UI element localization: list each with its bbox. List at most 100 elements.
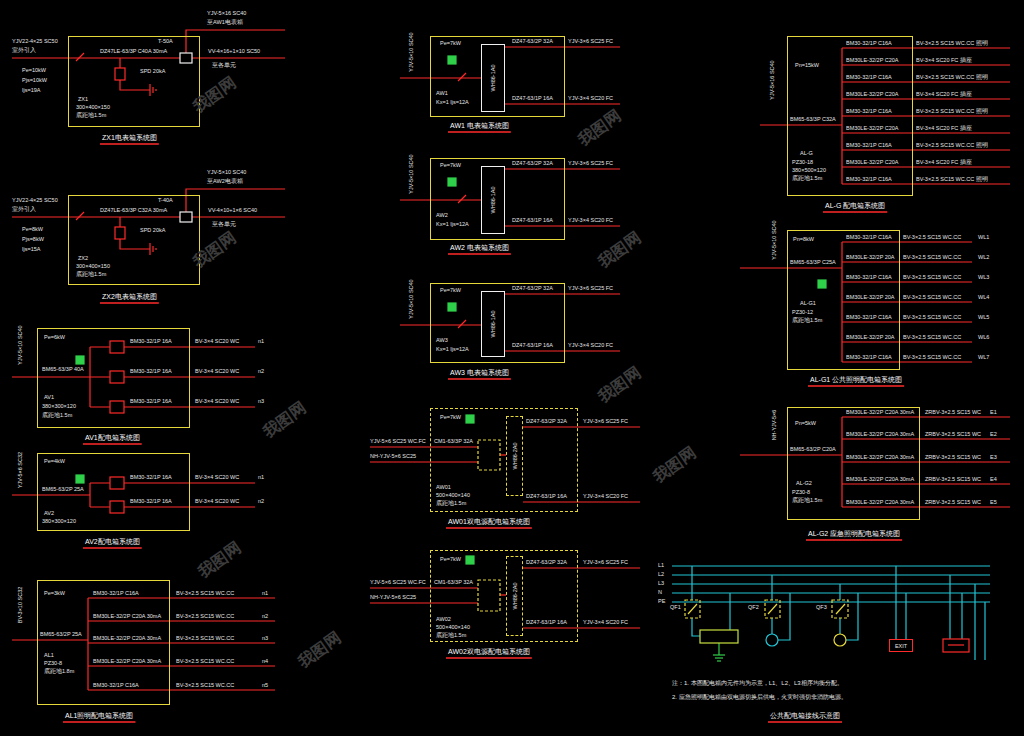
spec-text: BM65-63/3P C32A <box>790 116 836 122</box>
spec-text: DZ47LE-63/3P C32A 30mA <box>100 207 167 213</box>
panel-title: AL-G 配电箱系统图 <box>825 202 885 210</box>
cable-label: YJV-5×10 SC40 <box>771 220 777 259</box>
wire <box>974 584 975 660</box>
circuit-label: YJV-3×6 SC25 FC <box>583 559 628 565</box>
spec-text: DZ47-63/2P 32A <box>526 418 567 424</box>
spec-text: BM65-63/2P C20A <box>790 446 836 452</box>
breaker-symbol <box>458 73 466 81</box>
breaker-symbol <box>458 320 466 328</box>
spec-text: BM30-32/1P 16A <box>130 474 172 480</box>
circuit-label: YJV-5×6 SC25 WC.FC <box>370 438 426 444</box>
spec-text: BM30-32/1P C16A <box>846 314 892 320</box>
emergency-panel: Pn=5kWBM65-63/2P C20AAL-G2PZ30-8底距地1.5mB… <box>787 407 920 520</box>
note-text: 2. 应急照明配电箱由双电源切换后供电，火灾时强切非消防电源。 <box>672 694 847 701</box>
spec-text: AW1 <box>436 90 448 96</box>
wire <box>370 446 478 447</box>
spec-text: 底距地1.5m <box>42 412 72 418</box>
spec-text: DZ47-63/2P 32A <box>512 38 553 44</box>
wire <box>842 241 972 242</box>
circuit-label: NH-YJV-5×6 SC25 <box>370 594 416 600</box>
surge-arrester-symbol <box>115 227 125 239</box>
cable-label: NH-YJV-5×6 <box>771 410 777 441</box>
circuit-label: BV-3×2.5 SC15 WC.CC <box>903 334 961 340</box>
wire <box>88 689 275 690</box>
wire <box>523 501 640 502</box>
spec-text: DZ47-63/1P 16A <box>526 493 567 499</box>
circuit-label: 至AW2电表箱 <box>207 178 243 184</box>
circuit-label: E5 <box>990 499 997 505</box>
meter-module: WH86-2A0 <box>506 416 523 496</box>
lighting-panel: Pe=3kWBM65-63/2P 25AAL1PZ30-8底距地1.8mBM30… <box>37 580 170 705</box>
exit-sign: EXIT <box>889 639 913 652</box>
ground-symbol <box>152 87 153 93</box>
diagram-title: 公共配电箱接线示意图 <box>770 712 840 720</box>
kwh-meter-symbol <box>110 371 124 383</box>
circuit-label: WL3 <box>978 274 989 280</box>
wire <box>370 602 478 603</box>
ground-symbol <box>718 643 719 655</box>
panel-title: AL-G1 公共照明配电箱系统图 <box>810 376 902 384</box>
wire <box>839 584 840 600</box>
wire <box>842 132 1010 133</box>
circuit-label: VV-4×10+1×6 SC40 <box>208 207 257 213</box>
circuit-label: 至各单元 <box>212 62 236 68</box>
spec-text: DZ47-63/2P 32A <box>512 285 553 291</box>
ground-symbol <box>155 89 156 91</box>
emergency-light-symbol <box>948 644 964 645</box>
spec-text: Pe=7kW <box>440 287 461 293</box>
circuit-label: BV-3×4 SC20 WC <box>195 474 239 480</box>
ground-symbol <box>715 657 723 658</box>
circuit-label: BV-3×2.5 SC15 WC.CC 照明 <box>916 176 988 182</box>
switch-symbol <box>768 604 777 614</box>
wire <box>771 575 772 600</box>
panel-title: ZX2电表箱系统图 <box>102 293 157 301</box>
circuit-label: ZRBV-3×2.5 SC15 WC <box>925 431 981 437</box>
spec-text: DZ47-63/2P 32A <box>512 160 553 166</box>
circuit-label: NH-YJV-5×6 SC25 <box>370 453 416 459</box>
circuit-label: E2 <box>990 431 997 437</box>
switch-symbol <box>765 600 780 618</box>
circuit-label: WL2 <box>978 254 989 260</box>
circuit-label: ZRBV-3×2.5 SC15 WC <box>925 476 981 482</box>
circuit-label: ZRBV-3×2.5 SC15 WC <box>925 499 981 505</box>
spec-text: BM65-63/2P 25A <box>40 631 82 637</box>
circuit-label: Pe=10kW <box>22 67 46 73</box>
spec-text: BM30LE-32/2P 20A <box>846 294 895 300</box>
spec-text: BM65-63/3P 40A <box>42 366 84 372</box>
spec-text: Kx=1 Ijs=12A <box>436 99 469 105</box>
spec-text: BM30LE-32/2P C20A <box>846 125 899 131</box>
title-underline <box>446 527 532 528</box>
spec-text: 底距地1.5m <box>792 317 822 323</box>
circuit-label: Pjs=10kW <box>22 77 47 83</box>
spec-text: BM30-32/1P C16A <box>846 176 892 182</box>
kwh-meter-symbol <box>110 477 124 489</box>
spec-text: BM30LE-32/2P C20A 30mA <box>846 476 914 482</box>
meter-symbol <box>180 212 192 222</box>
circuit-label: QF2 <box>748 604 759 610</box>
spec-text: Pn=8kW <box>793 236 814 242</box>
wire <box>505 350 620 351</box>
distribution-panel: Pe=4kWBM65-63/2P 25ABM30-32/1P 16ABM30-3… <box>37 453 190 531</box>
circuit-label: E3 <box>990 454 997 460</box>
wire <box>523 567 640 568</box>
title-underline <box>83 443 142 444</box>
title-underline <box>448 378 511 379</box>
circuit-label: n3 <box>258 398 264 404</box>
busbar <box>89 483 90 507</box>
spec-text: AV1 <box>44 394 54 400</box>
circuit-label: VV-4×16+1×10 SC50 <box>208 48 260 54</box>
spec-text: BM30-32/1P C16A <box>846 354 892 360</box>
wire <box>505 225 620 226</box>
circuit-label: YJV-5×16 SC40 <box>207 10 246 16</box>
wire <box>842 81 1010 82</box>
circuit-label: BV-3×4 SC20 FC 插座 <box>916 57 972 63</box>
wire <box>692 618 700 636</box>
ground-symbol <box>149 243 150 255</box>
meter-panel: Pe=7kWAW1Kx=1 Ijs=12ADZ47-63/2P 32ADZ47-… <box>430 36 565 117</box>
spec-text: 300×400×150 <box>76 263 110 269</box>
circuit-label: YJV-5×10 SC40 <box>207 169 246 175</box>
spec-text: DZ47-63/1P 16A <box>512 217 553 223</box>
wire <box>842 115 1010 116</box>
spec-text: DZ47-63/1P 16A <box>512 342 553 348</box>
ground-symbol <box>717 660 721 661</box>
